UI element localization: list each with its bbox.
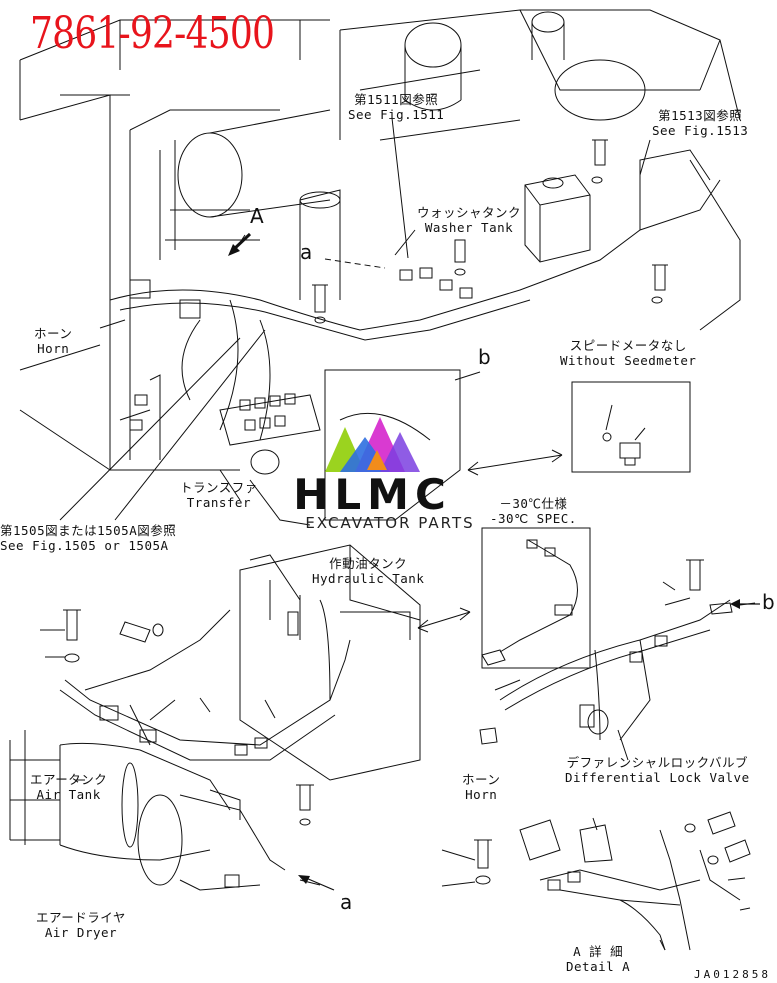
view-letter-a-bottom: a bbox=[340, 890, 353, 914]
part-number: 7861-92-4500 bbox=[30, 8, 275, 59]
logo-mark-icon bbox=[325, 417, 420, 472]
label-cold-spec: －30℃仕様-30℃ SPEC. bbox=[490, 496, 577, 526]
view-b-arrow-icon bbox=[730, 599, 760, 609]
drawing-number: JA012858 bbox=[694, 968, 771, 981]
brand-tagline: EXCAVATOR PARTS bbox=[305, 514, 475, 532]
brand-name: HLMC bbox=[293, 470, 452, 519]
view-letter-b-mid: b bbox=[478, 345, 491, 369]
view-a-arrow-icon bbox=[298, 875, 335, 891]
view-letter-a-top: a bbox=[300, 240, 313, 264]
brand-logo: HLMC EXCAVATOR PARTS bbox=[285, 412, 495, 537]
view-letter-A: A bbox=[250, 204, 264, 228]
view-A-arrow-icon bbox=[228, 232, 252, 256]
view-letter-b-right: b bbox=[762, 590, 775, 614]
